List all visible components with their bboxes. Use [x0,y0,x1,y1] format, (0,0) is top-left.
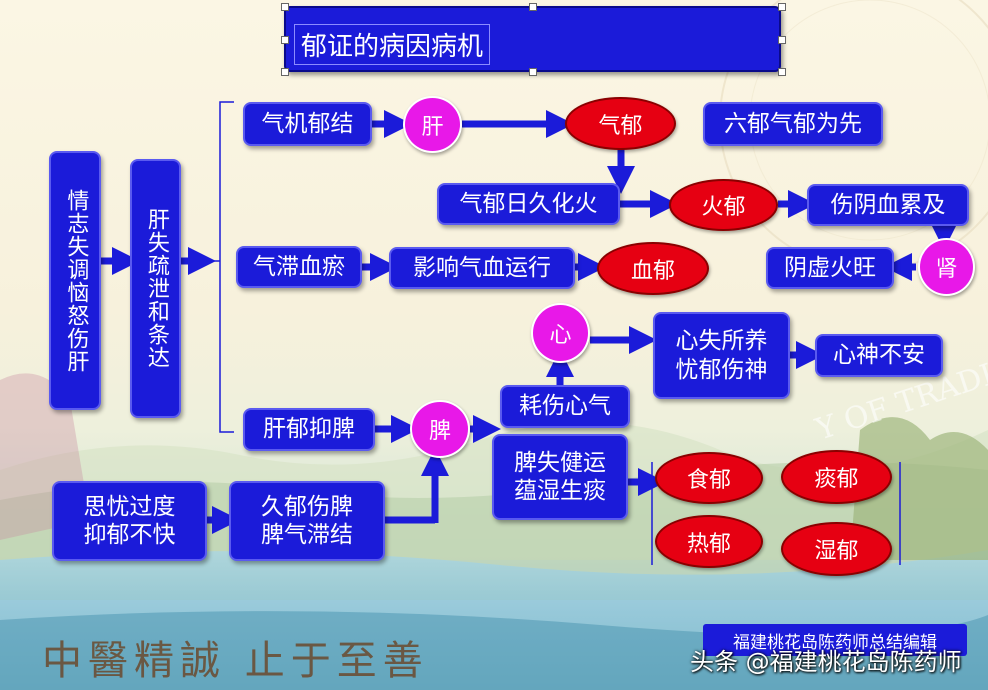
node-yin-deficiency-fire: 阴虚火旺 [766,247,894,289]
node-spleen-dysfunction-line1: 脾失健运 [514,449,606,476]
resize-handle-sw[interactable] [281,68,289,76]
node-spleen-dysfunction-line2: 蕴湿生痰 [514,478,606,504]
node-affect-qi-blood: 影响气血运行 [389,247,575,289]
node-overthinking: 思忧过度 抑郁不快 [52,481,207,561]
toutiao-watermark: 头条 @福建桃花岛陈药师 [690,648,962,676]
node-hurt-heart-qi: 耗伤心气 [500,385,630,428]
node-damp-yu: 湿郁 [781,522,892,576]
node-qi-yu-fire: 气郁日久化火 [437,183,620,225]
diagram-title: 郁证的病因病机 [294,24,491,65]
node-liver-dysfunction: 肝失疏泄和条达 [130,159,181,418]
resize-handle-nw[interactable] [281,3,289,11]
node-overthinking-line1: 思忧过度 [83,493,176,520]
resize-handle-se[interactable] [778,68,786,76]
node-six-yu: 六郁气郁为先 [703,102,883,146]
node-long-yu-spleen-line2: 脾气滞结 [261,522,353,548]
node-fire-yu: 火郁 [669,179,778,231]
node-mind-unrest: 心神不安 [815,334,943,377]
author-credit: 福建桃花岛陈药师总结编辑 [703,624,967,656]
node-long-yu-spleen-line1: 久郁伤脾 [261,493,353,520]
node-qi-stagnation-knot: 气机郁结 [243,102,372,146]
resize-handle-e[interactable] [778,36,786,44]
node-spleen: 脾 [410,400,470,458]
calligraphy-seal: 中醫精誠 止于至善 [42,638,429,684]
resize-handle-s[interactable] [529,68,537,76]
node-liver-yu-spleen: 肝郁抑脾 [243,408,375,451]
resize-handle-w[interactable] [281,36,289,44]
node-blood-yu: 血郁 [597,242,709,295]
node-long-yu-spleen: 久郁伤脾 脾气滞结 [229,481,385,561]
node-kidney: 肾 [918,238,975,296]
node-heat-yu: 热郁 [655,515,763,568]
node-heart-unnourished-line1: 心失所养 [675,328,768,355]
node-spleen-dysfunction: 脾失健运 蕴湿生痰 [492,434,628,520]
node-phlegm-yu: 痰郁 [781,450,892,504]
node-heart-unnourished-line2: 忧郁伤神 [675,356,768,383]
node-overthinking-line2: 抑郁不快 [83,522,176,548]
node-qi-yu: 气郁 [565,97,676,150]
node-qi-blood-stasis: 气滞血瘀 [236,246,362,288]
node-emotion: 情志失调恼怒伤肝 [49,151,101,410]
resize-handle-ne[interactable] [778,3,786,11]
node-hurt-yin-blood: 伤阴血累及 [807,184,969,226]
node-food-yu: 食郁 [655,452,763,504]
node-liver: 肝 [403,96,462,153]
resize-handle-n[interactable] [529,3,537,11]
node-heart: 心 [531,303,590,363]
node-heart-unnourished: 心失所养 忧郁伤神 [653,312,790,399]
